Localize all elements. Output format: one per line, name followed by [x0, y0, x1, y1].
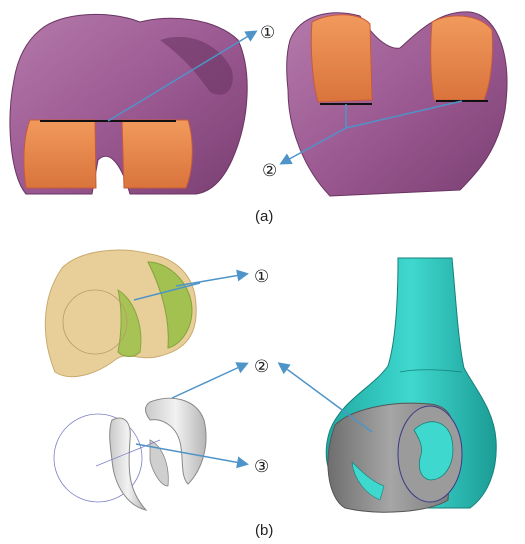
cartilage-left-condyle [24, 120, 96, 188]
callout-b-three: ③ [254, 457, 269, 477]
callout-b-one: ① [254, 267, 269, 287]
panel-b-implant-shells [54, 398, 206, 510]
panel-b-knee-model [45, 250, 196, 377]
callout-a-two: ② [262, 161, 277, 181]
callout-a-one: ① [260, 23, 275, 43]
panel-a-left-femur [10, 14, 247, 194]
panel-a-right-femur [287, 12, 507, 196]
callout-b-two: ② [254, 357, 269, 377]
shell-small [110, 418, 146, 510]
cartilage-right-anterior [431, 16, 493, 100]
caption-part-b: (b) [255, 522, 273, 539]
panel-b-teal-femur [326, 258, 496, 512]
caption-part-a: (a) [255, 208, 273, 225]
cartilage-right-condyle [122, 120, 192, 188]
cartilage-left-anterior [311, 15, 372, 102]
leader-b-two-left [172, 364, 246, 398]
